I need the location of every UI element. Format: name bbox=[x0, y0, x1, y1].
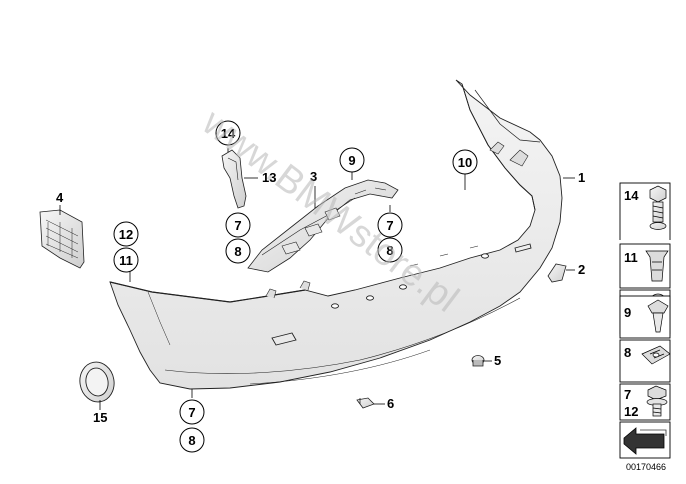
legend-item-14: 14 bbox=[619, 182, 671, 242]
bumper-grille-insert bbox=[39, 209, 85, 269]
callout-circle-9: 9 bbox=[339, 147, 365, 173]
svg-text:12: 12 bbox=[624, 404, 638, 419]
side-mounting-bracket bbox=[221, 149, 247, 209]
tow-hook-cover bbox=[547, 263, 567, 283]
legend-row-9-real: 9 bbox=[619, 295, 671, 339]
svg-text:8: 8 bbox=[234, 244, 241, 259]
svg-text:9: 9 bbox=[624, 305, 631, 320]
svg-text:11: 11 bbox=[624, 250, 638, 265]
legend-row-8-real: 8 bbox=[619, 339, 671, 383]
callout-4: 4 bbox=[56, 190, 64, 205]
push-rivet-icon bbox=[647, 299, 669, 333]
fastener-legend-lower: 9 8 7 12 bbox=[619, 295, 671, 472]
callout-circle-7-b: 7 bbox=[377, 212, 403, 238]
rear-bumper-trim-panel bbox=[109, 79, 563, 390]
svg-text:9: 9 bbox=[348, 153, 355, 168]
callout-5: 5 bbox=[494, 353, 501, 368]
callout-circle-7-c: 7 bbox=[179, 399, 205, 425]
svg-text:14: 14 bbox=[221, 126, 236, 141]
clip-nut-icon bbox=[641, 345, 671, 365]
callout-circle-11: 11 bbox=[113, 247, 139, 273]
svg-text:7: 7 bbox=[386, 218, 393, 233]
svg-text:7: 7 bbox=[624, 387, 631, 402]
callout-2: 2 bbox=[578, 262, 585, 277]
callout-3: 3 bbox=[310, 169, 317, 184]
callout-6: 6 bbox=[387, 396, 394, 411]
reflector-ring bbox=[79, 361, 115, 403]
callout-circle-8-c: 8 bbox=[179, 427, 205, 453]
svg-text:14: 14 bbox=[624, 188, 639, 203]
callout-13: 13 bbox=[262, 170, 276, 185]
callout-circle-8-b: 8 bbox=[377, 237, 403, 263]
direction-arrow-icon bbox=[623, 427, 667, 455]
svg-text:12: 12 bbox=[119, 227, 133, 242]
callout-1: 1 bbox=[578, 170, 585, 185]
callout-circle-10: 10 bbox=[452, 149, 478, 175]
callout-circle-12: 12 bbox=[113, 221, 139, 247]
center-guide-bracket bbox=[247, 179, 399, 273]
expanding-nut bbox=[471, 355, 485, 367]
expanding-nut-icon bbox=[645, 250, 669, 282]
svg-text:10: 10 bbox=[458, 155, 472, 170]
legend-row-7-12-real: 7 12 bbox=[619, 383, 671, 421]
svg-text:8: 8 bbox=[386, 243, 393, 258]
reference-number: 00170466 bbox=[626, 462, 666, 472]
part-callouts: 1 2 3 4 5 6 13 15 9 10 14 7 8 7 bbox=[56, 120, 585, 453]
hex-bolt-icon bbox=[646, 385, 668, 417]
svg-text:11: 11 bbox=[119, 253, 133, 268]
legend-cell-11: 11 bbox=[619, 243, 671, 289]
svg-text:7: 7 bbox=[234, 218, 241, 233]
screw-icon bbox=[649, 185, 667, 230]
svg-text:8: 8 bbox=[624, 345, 631, 360]
svg-text:8: 8 bbox=[188, 433, 195, 448]
leader-lines bbox=[59, 148, 575, 410]
callout-circle-7-a: 7 bbox=[225, 212, 251, 238]
legend-row-arrow bbox=[619, 421, 671, 459]
callout-15: 15 bbox=[93, 410, 107, 425]
callout-circle-14: 14 bbox=[215, 120, 241, 146]
callout-circle-8-a: 8 bbox=[225, 238, 251, 264]
svg-text:7: 7 bbox=[188, 405, 195, 420]
